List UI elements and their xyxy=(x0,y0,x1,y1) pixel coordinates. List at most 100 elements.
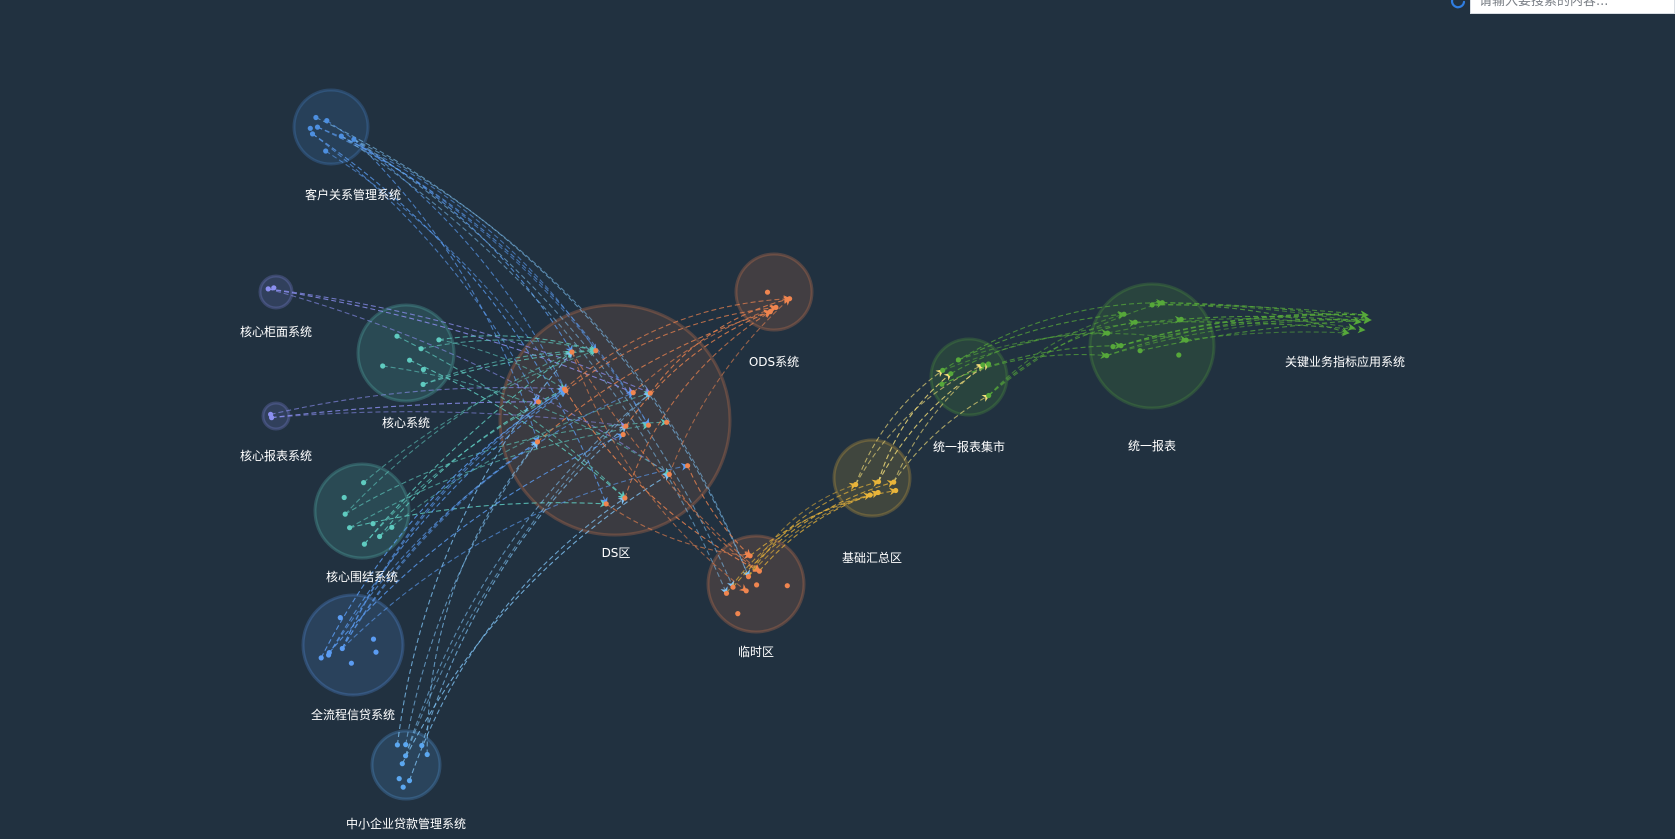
table-node-dot[interactable] xyxy=(399,761,405,767)
table-node-dot[interactable] xyxy=(593,348,599,354)
table-node-dot[interactable] xyxy=(867,492,873,498)
table-node-dot[interactable] xyxy=(647,390,653,396)
refresh-icon[interactable] xyxy=(1447,0,1469,12)
table-node-dot[interactable] xyxy=(373,649,379,655)
node-halo-core_peri[interactable] xyxy=(313,462,411,560)
node-halo-crm[interactable] xyxy=(292,88,370,166)
table-node-dot[interactable] xyxy=(348,660,354,666)
table-node-dot[interactable] xyxy=(377,533,383,540)
table-node-dot[interactable] xyxy=(337,615,343,621)
table-node-dot[interactable] xyxy=(891,479,897,485)
table-node-dot[interactable] xyxy=(424,751,430,758)
table-node-dot[interactable] xyxy=(603,501,609,507)
table-node-dot[interactable] xyxy=(361,480,367,486)
table-node-dot[interactable] xyxy=(326,650,332,656)
table-node-dot[interactable] xyxy=(403,753,409,759)
table-node-dot[interactable] xyxy=(764,289,771,295)
table-node-dot[interactable] xyxy=(313,114,319,121)
table-node-dot[interactable] xyxy=(341,494,347,501)
table-node-dot[interactable] xyxy=(1105,330,1111,336)
table-node-dot[interactable] xyxy=(314,124,321,130)
table-node-dot[interactable] xyxy=(784,583,790,589)
table-node-dot[interactable] xyxy=(1118,343,1124,349)
node-halo-counter[interactable] xyxy=(258,274,294,310)
table-node-dot[interactable] xyxy=(389,524,395,530)
node-halo-ods[interactable] xyxy=(734,252,814,332)
table-node-dot[interactable] xyxy=(420,381,426,387)
table-node-dot[interactable] xyxy=(407,357,413,363)
table-node-dot[interactable] xyxy=(723,590,730,596)
table-node-dot[interactable] xyxy=(396,776,402,782)
table-node-dot[interactable] xyxy=(735,611,741,617)
table-node-dot[interactable] xyxy=(940,367,946,373)
table-node-dot[interactable] xyxy=(535,399,542,405)
table-node-dot[interactable] xyxy=(436,337,442,343)
table-node-dot[interactable] xyxy=(1121,311,1127,317)
table-node-dot[interactable] xyxy=(420,366,426,373)
table-node-dot[interactable] xyxy=(1149,302,1155,308)
table-node-dot[interactable] xyxy=(534,439,541,445)
table-node-dot[interactable] xyxy=(1132,319,1138,325)
search-box[interactable] xyxy=(1470,0,1675,15)
table-node-dot[interactable] xyxy=(265,286,271,292)
table-node-dot[interactable] xyxy=(400,784,406,790)
table-node-dot[interactable] xyxy=(875,489,881,496)
table-node-dot[interactable] xyxy=(747,553,753,559)
table-node-dot[interactable] xyxy=(419,742,425,749)
table-node-dot[interactable] xyxy=(307,125,313,131)
node-dot-layer[interactable] xyxy=(265,114,1189,790)
table-node-dot[interactable] xyxy=(893,487,899,494)
table-node-dot[interactable] xyxy=(986,392,992,399)
table-node-dot[interactable] xyxy=(620,431,626,438)
table-node-dot[interactable] xyxy=(394,742,400,748)
table-node-dot[interactable] xyxy=(754,582,760,588)
table-node-dot[interactable] xyxy=(767,309,773,315)
table-node-dot[interactable] xyxy=(875,479,882,485)
table-node-dot[interactable] xyxy=(630,390,636,396)
node-halo-core[interactable] xyxy=(356,303,456,403)
table-node-dot[interactable] xyxy=(645,422,652,428)
table-node-dot[interactable] xyxy=(318,655,324,661)
table-node-dot[interactable] xyxy=(666,471,672,477)
table-node-dot[interactable] xyxy=(948,371,954,377)
table-node-dot[interactable] xyxy=(1176,352,1182,358)
table-node-dot[interactable] xyxy=(361,541,367,547)
search-input[interactable] xyxy=(1477,0,1673,15)
table-node-dot[interactable] xyxy=(743,588,749,594)
table-node-dot[interactable] xyxy=(745,574,752,580)
node-halo-credit[interactable] xyxy=(301,593,405,697)
table-node-dot[interactable] xyxy=(773,304,779,310)
table-node-dot[interactable] xyxy=(939,381,945,387)
table-node-dot[interactable] xyxy=(853,481,859,488)
table-node-dot[interactable] xyxy=(394,333,400,339)
table-node-dot[interactable] xyxy=(787,296,793,302)
table-node-dot[interactable] xyxy=(351,136,357,142)
table-node-dot[interactable] xyxy=(323,148,329,154)
table-node-dot[interactable] xyxy=(1110,344,1116,350)
table-node-dot[interactable] xyxy=(370,636,377,642)
table-node-dot[interactable] xyxy=(562,386,568,392)
table-node-dot[interactable] xyxy=(569,349,575,355)
table-node-dot[interactable] xyxy=(980,362,986,368)
table-node-dot[interactable] xyxy=(1178,316,1184,322)
table-node-dot[interactable] xyxy=(338,133,344,139)
table-node-dot[interactable] xyxy=(380,363,386,369)
table-node-dot[interactable] xyxy=(664,419,670,425)
table-node-dot[interactable] xyxy=(324,118,330,124)
table-node-dot[interactable] xyxy=(985,361,992,367)
table-node-dot[interactable] xyxy=(1183,337,1189,343)
table-node-dot[interactable] xyxy=(406,778,413,784)
table-node-dot[interactable] xyxy=(418,346,424,352)
table-node-dot[interactable] xyxy=(730,584,736,590)
node-halo-core_report[interactable] xyxy=(261,401,291,431)
table-node-dot[interactable] xyxy=(271,285,277,291)
table-node-dot[interactable] xyxy=(309,131,316,137)
table-node-dot[interactable] xyxy=(1137,348,1143,354)
table-node-dot[interactable] xyxy=(685,463,691,469)
table-node-dot[interactable] xyxy=(370,521,376,527)
node-halo-base[interactable] xyxy=(832,438,912,518)
table-node-dot[interactable] xyxy=(1159,300,1165,306)
table-node-dot[interactable] xyxy=(347,525,353,531)
